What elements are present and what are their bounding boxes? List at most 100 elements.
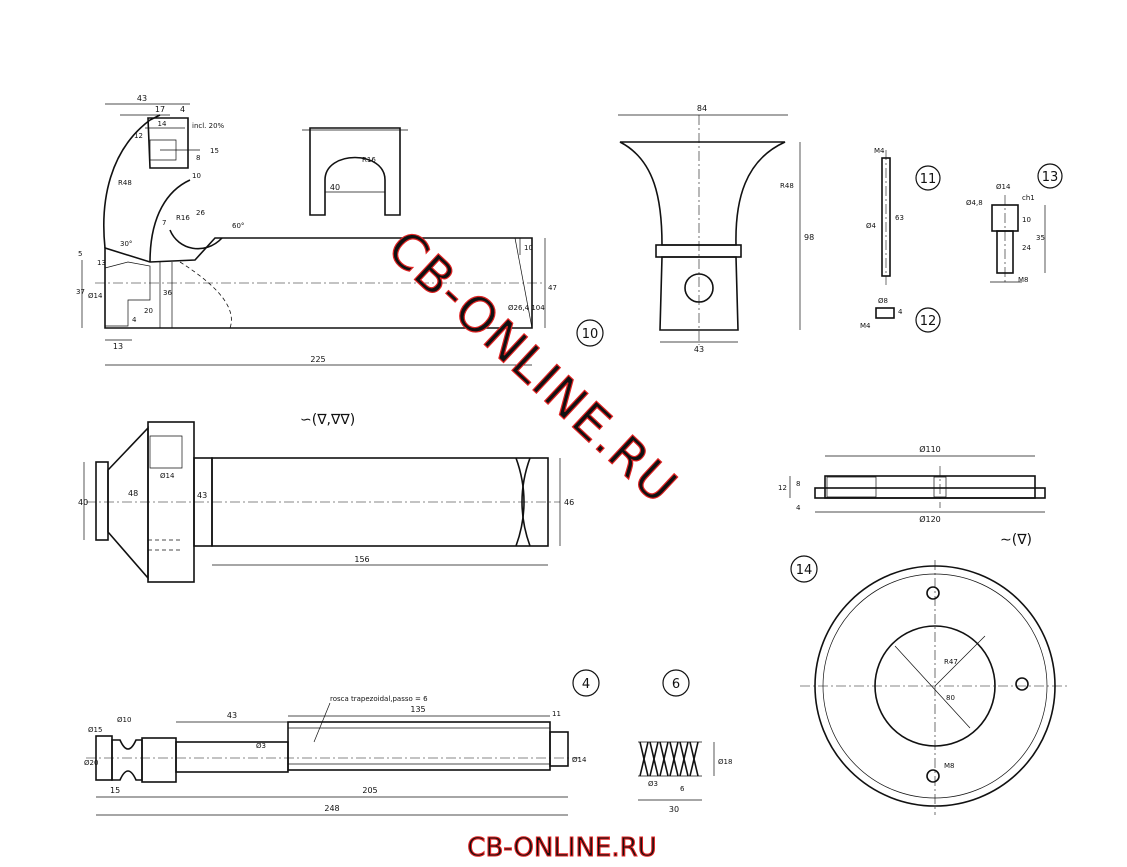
- part-4-drawing: Ø20 Ø15 Ø10 43 Ø3 135 11 Ø14 15 205 248 …: [84, 669, 600, 816]
- p14-dim-3: 4: [796, 504, 801, 512]
- p4-dim-2: Ø10: [117, 716, 131, 724]
- p10-dim-1: 17: [155, 105, 165, 114]
- part-11-drawing: M4 Ø4 63 11: [866, 147, 941, 285]
- p10-dim-14: 30°: [120, 240, 132, 248]
- p10-dim-22: 13: [113, 342, 123, 351]
- p10-dim-6: 15: [210, 147, 219, 155]
- shaft-dim-3: 43: [197, 491, 207, 500]
- p4-dim-9: 205: [362, 786, 377, 795]
- p10-section-width: 40: [330, 183, 340, 192]
- p14-dim-1: 12: [778, 484, 787, 492]
- p13-dim-2: ch1: [1022, 194, 1035, 202]
- p13-dim-5: 35: [1036, 234, 1045, 242]
- part-13-drawing: Ø14 Ø4,8 ch1 10 24 35 M8 13: [966, 163, 1063, 285]
- p10-dim-8: 10: [192, 172, 201, 180]
- p10-dim-19: 20: [144, 307, 153, 315]
- part-base-drawing: 84 R48 98 43: [618, 104, 814, 354]
- p11-dim-1: Ø4: [866, 222, 877, 230]
- part-10-drawing: 43 17 4 14 12 incl. 20% 15 8 10 R48 R16 …: [76, 94, 557, 366]
- p10-dim-26: Ø26,4 104: [508, 304, 545, 312]
- part-10-label: 10: [576, 319, 604, 347]
- p10-dim-10: R16: [176, 214, 190, 222]
- p6-dim-0: Ø18: [718, 758, 732, 766]
- p10-section-radius: R16: [362, 156, 376, 164]
- p10-dim-18: Ø14: [88, 292, 103, 300]
- part-shaft-drawing: 40 48 Ø14 43 156 46: [78, 421, 574, 583]
- p10-dim-2: 4: [180, 105, 185, 114]
- p4-dim-5: 135: [410, 705, 425, 714]
- p4-dim-1: Ø15: [88, 726, 102, 734]
- p14-dim-5: R47: [944, 658, 958, 666]
- p10-dim-20: 36: [163, 289, 172, 297]
- p13-dim-3: 10: [1022, 216, 1031, 224]
- p12-dim-0: Ø8: [878, 297, 888, 305]
- p4-dim-10: 248: [324, 804, 339, 813]
- finish-note: ∽(∇,∇∇): [300, 412, 355, 428]
- base-dim-2: 98: [804, 233, 814, 242]
- p10-dim-9: R48: [118, 179, 132, 187]
- p10-dim-3: 14: [158, 120, 167, 128]
- part-12-drawing: Ø8 M4 4 12: [860, 297, 941, 333]
- part-14-label: 14: [790, 555, 818, 583]
- part-6-drawing: Ø18 Ø3 6 30 6: [638, 669, 732, 814]
- p14-dim-2: 8: [796, 480, 800, 488]
- p14-finish-note: ∼(∇): [1000, 532, 1032, 548]
- p13-dim-1: Ø4,8: [966, 199, 983, 207]
- p10-dim-16: 13: [97, 259, 106, 267]
- shaft-dim-0: 40: [78, 498, 88, 507]
- p12-dim-1: M4: [860, 322, 871, 330]
- p4-dim-4: Ø3: [256, 742, 266, 750]
- p10-dim-17: 37: [76, 288, 85, 296]
- part-4-number: 4: [582, 677, 590, 692]
- base-dim-3: 43: [694, 345, 704, 354]
- p4-dim-8: 15: [110, 786, 120, 795]
- shaft-dim-2: Ø14: [160, 472, 175, 480]
- p10-dim-15: 5: [78, 250, 82, 258]
- part-6-number: 6: [672, 677, 680, 692]
- p10-dim-0: 43: [137, 94, 147, 103]
- shaft-dim-5: 46: [564, 498, 574, 507]
- footer-watermark: CB-ONLINE.RU: [467, 833, 656, 863]
- part-14-section: Ø110 12 8 4 Ø120 ∼(∇): [778, 444, 1046, 548]
- p13-dim-0: Ø14: [996, 183, 1011, 191]
- part-14-number: 14: [796, 563, 813, 578]
- shaft-dim-1: 48: [128, 489, 138, 498]
- p11-dim-0: M4: [874, 147, 885, 155]
- p10-dim-24: 10: [524, 244, 533, 252]
- p10-dim-11: 26: [196, 209, 205, 217]
- part-13-number: 13: [1042, 170, 1059, 185]
- part-10-section-view: 40 R16: [302, 127, 408, 216]
- p10-dim-12: 7: [162, 219, 166, 227]
- p14-dim-7: M8: [944, 762, 955, 770]
- p6-dim-3: 30: [669, 805, 679, 814]
- p10-dim-13: 60°: [232, 222, 244, 230]
- part-14-plan: R47 80 M8: [800, 560, 1070, 815]
- shaft-dim-4: 156: [354, 555, 369, 564]
- p10-dim-21: 4: [132, 316, 137, 324]
- part-10-number: 10: [582, 327, 599, 342]
- p13-dim-4: 24: [1022, 244, 1031, 252]
- p14-dim-4: Ø120: [919, 514, 941, 524]
- p10-dim-23: 225: [310, 355, 325, 364]
- p10-dim-25: 47: [548, 284, 557, 292]
- p14-dim-0: Ø110: [919, 444, 941, 454]
- p4-dim-7: Ø14: [572, 756, 587, 764]
- p4-dim-0: Ø20: [84, 759, 98, 767]
- p11-dim-2: 63: [895, 214, 904, 222]
- p6-dim-1: Ø3: [648, 780, 658, 788]
- part-12-number: 12: [920, 314, 937, 329]
- p10-dim-7: 8: [196, 154, 200, 162]
- p12-dim-2: 4: [898, 308, 903, 316]
- base-dim-0: 84: [697, 104, 707, 113]
- p10-dim-4: 12: [134, 132, 143, 140]
- p6-dim-2: 6: [680, 785, 685, 793]
- p14-dim-6: 80: [946, 694, 955, 702]
- base-dim-1: R48: [780, 182, 794, 190]
- p13-dim-6: M8: [1018, 276, 1029, 284]
- part-11-number: 11: [920, 172, 937, 187]
- p4-thread-note: rosca trapezoidal,passo = 6: [330, 695, 428, 703]
- p4-dim-3: 43: [227, 711, 237, 720]
- p4-dim-6: 11: [552, 710, 561, 718]
- p10-dim-5: incl. 20%: [192, 122, 225, 130]
